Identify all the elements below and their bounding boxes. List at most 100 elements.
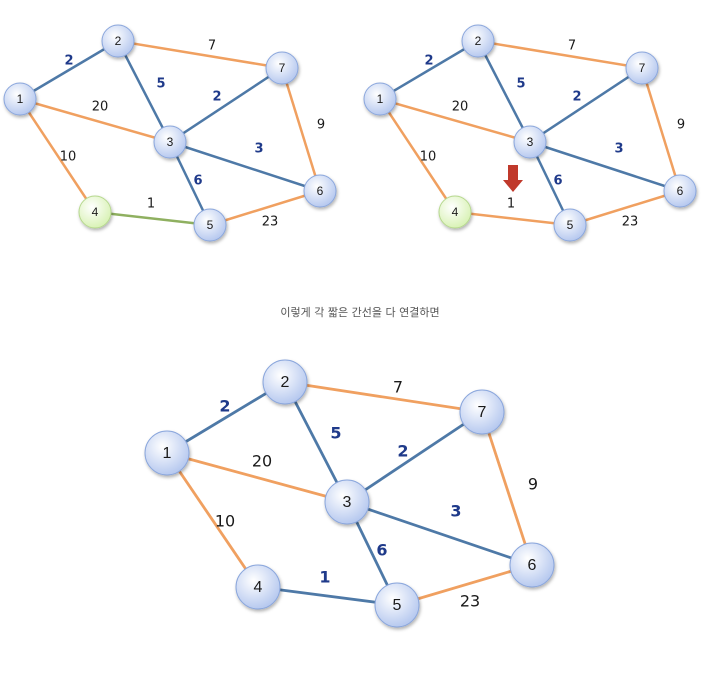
node-6: 6 bbox=[303, 174, 337, 208]
edge-weight-label: 5 bbox=[516, 77, 525, 92]
edge-3-7 bbox=[529, 66, 643, 144]
node-circle bbox=[78, 195, 112, 229]
node-circle bbox=[262, 359, 308, 405]
node-circle bbox=[374, 582, 420, 628]
node-4: 4 bbox=[78, 195, 112, 229]
edge-3-6 bbox=[346, 500, 533, 567]
node-4: 4 bbox=[235, 564, 281, 610]
edge-1-3 bbox=[19, 97, 171, 144]
node-circle bbox=[363, 82, 397, 116]
edge-weight-label: 9 bbox=[677, 118, 685, 133]
node-circle bbox=[459, 389, 505, 435]
edge-weight-label: 10 bbox=[60, 150, 77, 165]
node-circle bbox=[3, 82, 37, 116]
edge-weight-label: 2 bbox=[64, 54, 73, 69]
edge-4-5 bbox=[454, 210, 571, 227]
node-label: 1 bbox=[163, 445, 172, 462]
edge-weight-label: 20 bbox=[452, 100, 469, 115]
node-1: 1 bbox=[144, 430, 190, 476]
node-1: 1 bbox=[363, 82, 397, 116]
edge-2-7 bbox=[284, 380, 483, 414]
edge-3-7 bbox=[169, 66, 283, 144]
node-1: 1 bbox=[3, 82, 37, 116]
node-4: 4 bbox=[438, 195, 472, 229]
node-label: 3 bbox=[527, 135, 534, 149]
node-7: 7 bbox=[625, 51, 659, 85]
node-5: 5 bbox=[193, 208, 227, 242]
edge-1-2 bbox=[166, 380, 286, 455]
node-label: 1 bbox=[377, 92, 384, 106]
node-label: 4 bbox=[254, 579, 263, 596]
node-7: 7 bbox=[459, 389, 505, 435]
edge-weight-label: 2 bbox=[219, 397, 230, 416]
node-5: 5 bbox=[374, 582, 420, 628]
node-label: 1 bbox=[17, 92, 24, 106]
edge-weight-label: 9 bbox=[528, 475, 538, 494]
edge-weight-label: 20 bbox=[92, 100, 109, 115]
node-5: 5 bbox=[553, 208, 587, 242]
node-label: 4 bbox=[92, 205, 99, 219]
edge-1-2 bbox=[19, 39, 119, 101]
edge-2-3 bbox=[283, 381, 349, 503]
edge-7-6 bbox=[280, 67, 322, 192]
edge-5-6 bbox=[396, 563, 533, 607]
edge-weight-label: 3 bbox=[254, 142, 263, 157]
edge-weight-label: 2 bbox=[424, 54, 433, 69]
edge-1-4 bbox=[378, 98, 457, 213]
node-label: 6 bbox=[317, 184, 324, 198]
node-3: 3 bbox=[324, 479, 370, 525]
edge-2-7 bbox=[477, 39, 643, 70]
node-circle bbox=[625, 51, 659, 85]
node-label: 5 bbox=[207, 218, 214, 232]
edge-3-6 bbox=[529, 140, 681, 193]
edge-1-3 bbox=[379, 97, 531, 144]
node-6: 6 bbox=[509, 542, 555, 588]
node-circle bbox=[461, 24, 495, 58]
edge-4-5 bbox=[257, 585, 398, 607]
node-circle bbox=[663, 174, 697, 208]
node-label: 3 bbox=[343, 494, 352, 511]
node-label: 5 bbox=[567, 218, 574, 232]
edge-weight-label: 1 bbox=[319, 568, 330, 587]
edge-4-5 bbox=[94, 210, 211, 227]
node-label: 7 bbox=[279, 61, 286, 75]
edge-weight-label: 20 bbox=[252, 452, 272, 471]
edge-weight-label: 2 bbox=[397, 442, 408, 461]
edge-2-3 bbox=[476, 40, 532, 143]
edge-weight-label: 7 bbox=[393, 378, 403, 397]
edge-weight-label: 10 bbox=[420, 150, 437, 165]
edge-7-6 bbox=[480, 411, 534, 566]
edge-weight-label: 5 bbox=[330, 424, 341, 443]
edge-3-6 bbox=[169, 140, 321, 193]
node-label: 2 bbox=[475, 34, 482, 48]
edge-1-3 bbox=[166, 451, 348, 504]
caption-text: 이렇게 각 짧은 간선을 다 연결하면 bbox=[280, 306, 440, 319]
node-label: 7 bbox=[639, 61, 646, 75]
node-circle bbox=[438, 195, 472, 229]
node-circle bbox=[324, 479, 370, 525]
node-6: 6 bbox=[663, 174, 697, 208]
edge-2-3 bbox=[116, 40, 172, 143]
edge-weight-label: 3 bbox=[450, 502, 461, 521]
node-circle bbox=[101, 24, 135, 58]
edge-3-7 bbox=[346, 410, 483, 504]
node-circle bbox=[235, 564, 281, 610]
edge-weight-label: 1 bbox=[507, 197, 515, 212]
edge-weight-label: 9 bbox=[317, 118, 325, 133]
edge-weight-label: 2 bbox=[212, 90, 221, 105]
edge-weight-label: 10 bbox=[215, 512, 235, 531]
edge-weight-label: 3 bbox=[614, 142, 623, 157]
node-label: 2 bbox=[281, 374, 290, 391]
node-label: 5 bbox=[393, 597, 402, 614]
node-circle bbox=[144, 430, 190, 476]
node-3: 3 bbox=[153, 125, 187, 159]
node-circle bbox=[193, 208, 227, 242]
node-2: 2 bbox=[461, 24, 495, 58]
edge-weight-label: 7 bbox=[208, 39, 216, 54]
edge-weight-label: 23 bbox=[460, 592, 480, 611]
node-circle bbox=[513, 125, 547, 159]
node-label: 6 bbox=[528, 557, 537, 574]
edge-weight-label: 5 bbox=[156, 77, 165, 92]
node-7: 7 bbox=[265, 51, 299, 85]
